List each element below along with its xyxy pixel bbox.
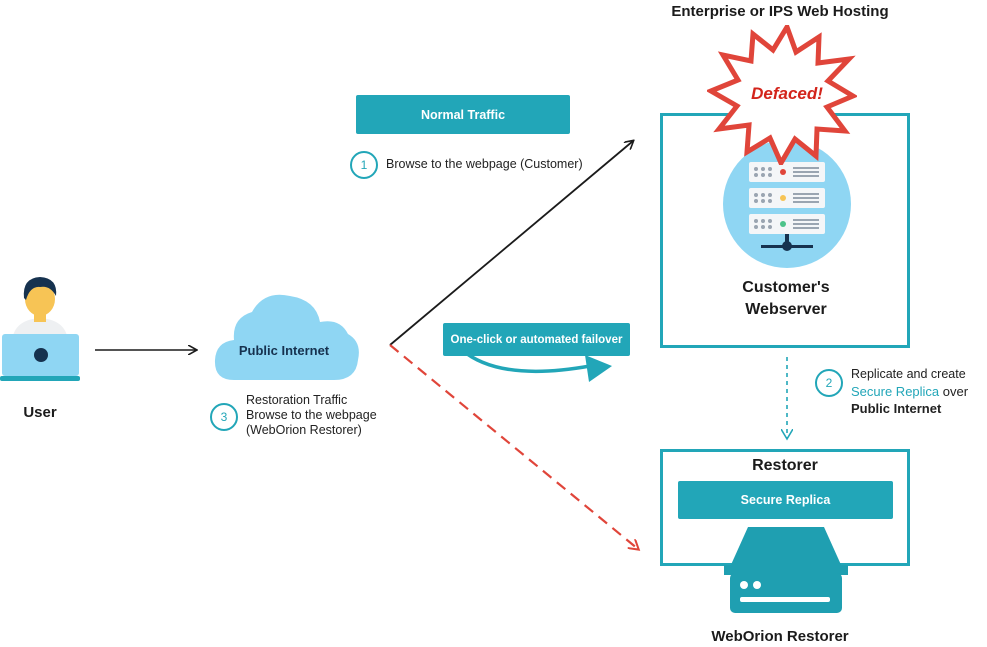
step-1-circle: 1: [350, 151, 378, 179]
defaced-starburst-icon: [707, 25, 857, 165]
step-2-line3: Public Internet: [851, 401, 942, 416]
normal-traffic-arrow: [389, 141, 633, 346]
step-2-circle: 2: [815, 369, 843, 397]
cloud-label: Public Internet: [238, 343, 330, 358]
step-3-line3: (WebOrion Restorer): [246, 423, 362, 437]
hosting-title: Enterprise or IPS Web Hosting: [671, 3, 889, 20]
step-2-line2: Secure Replica over: [851, 383, 968, 400]
step-3-circle: 3: [210, 403, 238, 431]
weborion-restorer-label: WebOrion Restorer: [711, 628, 849, 645]
step-2-text: Replicate and create Secure Replica over…: [851, 366, 968, 417]
user-label: User: [23, 404, 57, 421]
cloud-icon: [214, 294, 359, 380]
webserver-line2: Webserver: [745, 301, 827, 318]
step-3-line1: Restoration Traffic: [246, 393, 348, 407]
webserver-label: Customer's Webserver: [700, 277, 872, 321]
defaced-label: Defaced!: [751, 84, 823, 103]
step-3-number: 3: [220, 410, 228, 424]
step-3-text: Restoration Traffic Browse to the webpag…: [246, 393, 377, 438]
server-icon: [723, 140, 851, 268]
failover-curve-arrow: [460, 348, 591, 374]
failover-arrowhead: [585, 355, 612, 382]
step-2-number: 2: [825, 376, 833, 390]
user-icon: [0, 277, 80, 381]
restorer-device-icon: [724, 527, 848, 613]
step-1-text: Browse to the webpage (Customer): [386, 157, 583, 171]
failover-label: One-click or automated failover: [443, 323, 630, 356]
step-3-line2: Browse to the webpage: [246, 408, 377, 422]
step-2-line2-rest: over: [939, 384, 969, 399]
normal-traffic-label: Normal Traffic: [356, 95, 570, 134]
secure-replica-box: Secure Replica: [678, 481, 893, 519]
webserver-line1: Customer's: [742, 279, 830, 296]
restoration-traffic-arrow: [389, 344, 638, 549]
step-1-number: 1: [360, 158, 368, 172]
step-2-line1: Replicate and create: [851, 367, 966, 381]
restorer-title: Restorer: [752, 457, 818, 474]
step-2-highlight: Secure Replica: [851, 384, 940, 399]
